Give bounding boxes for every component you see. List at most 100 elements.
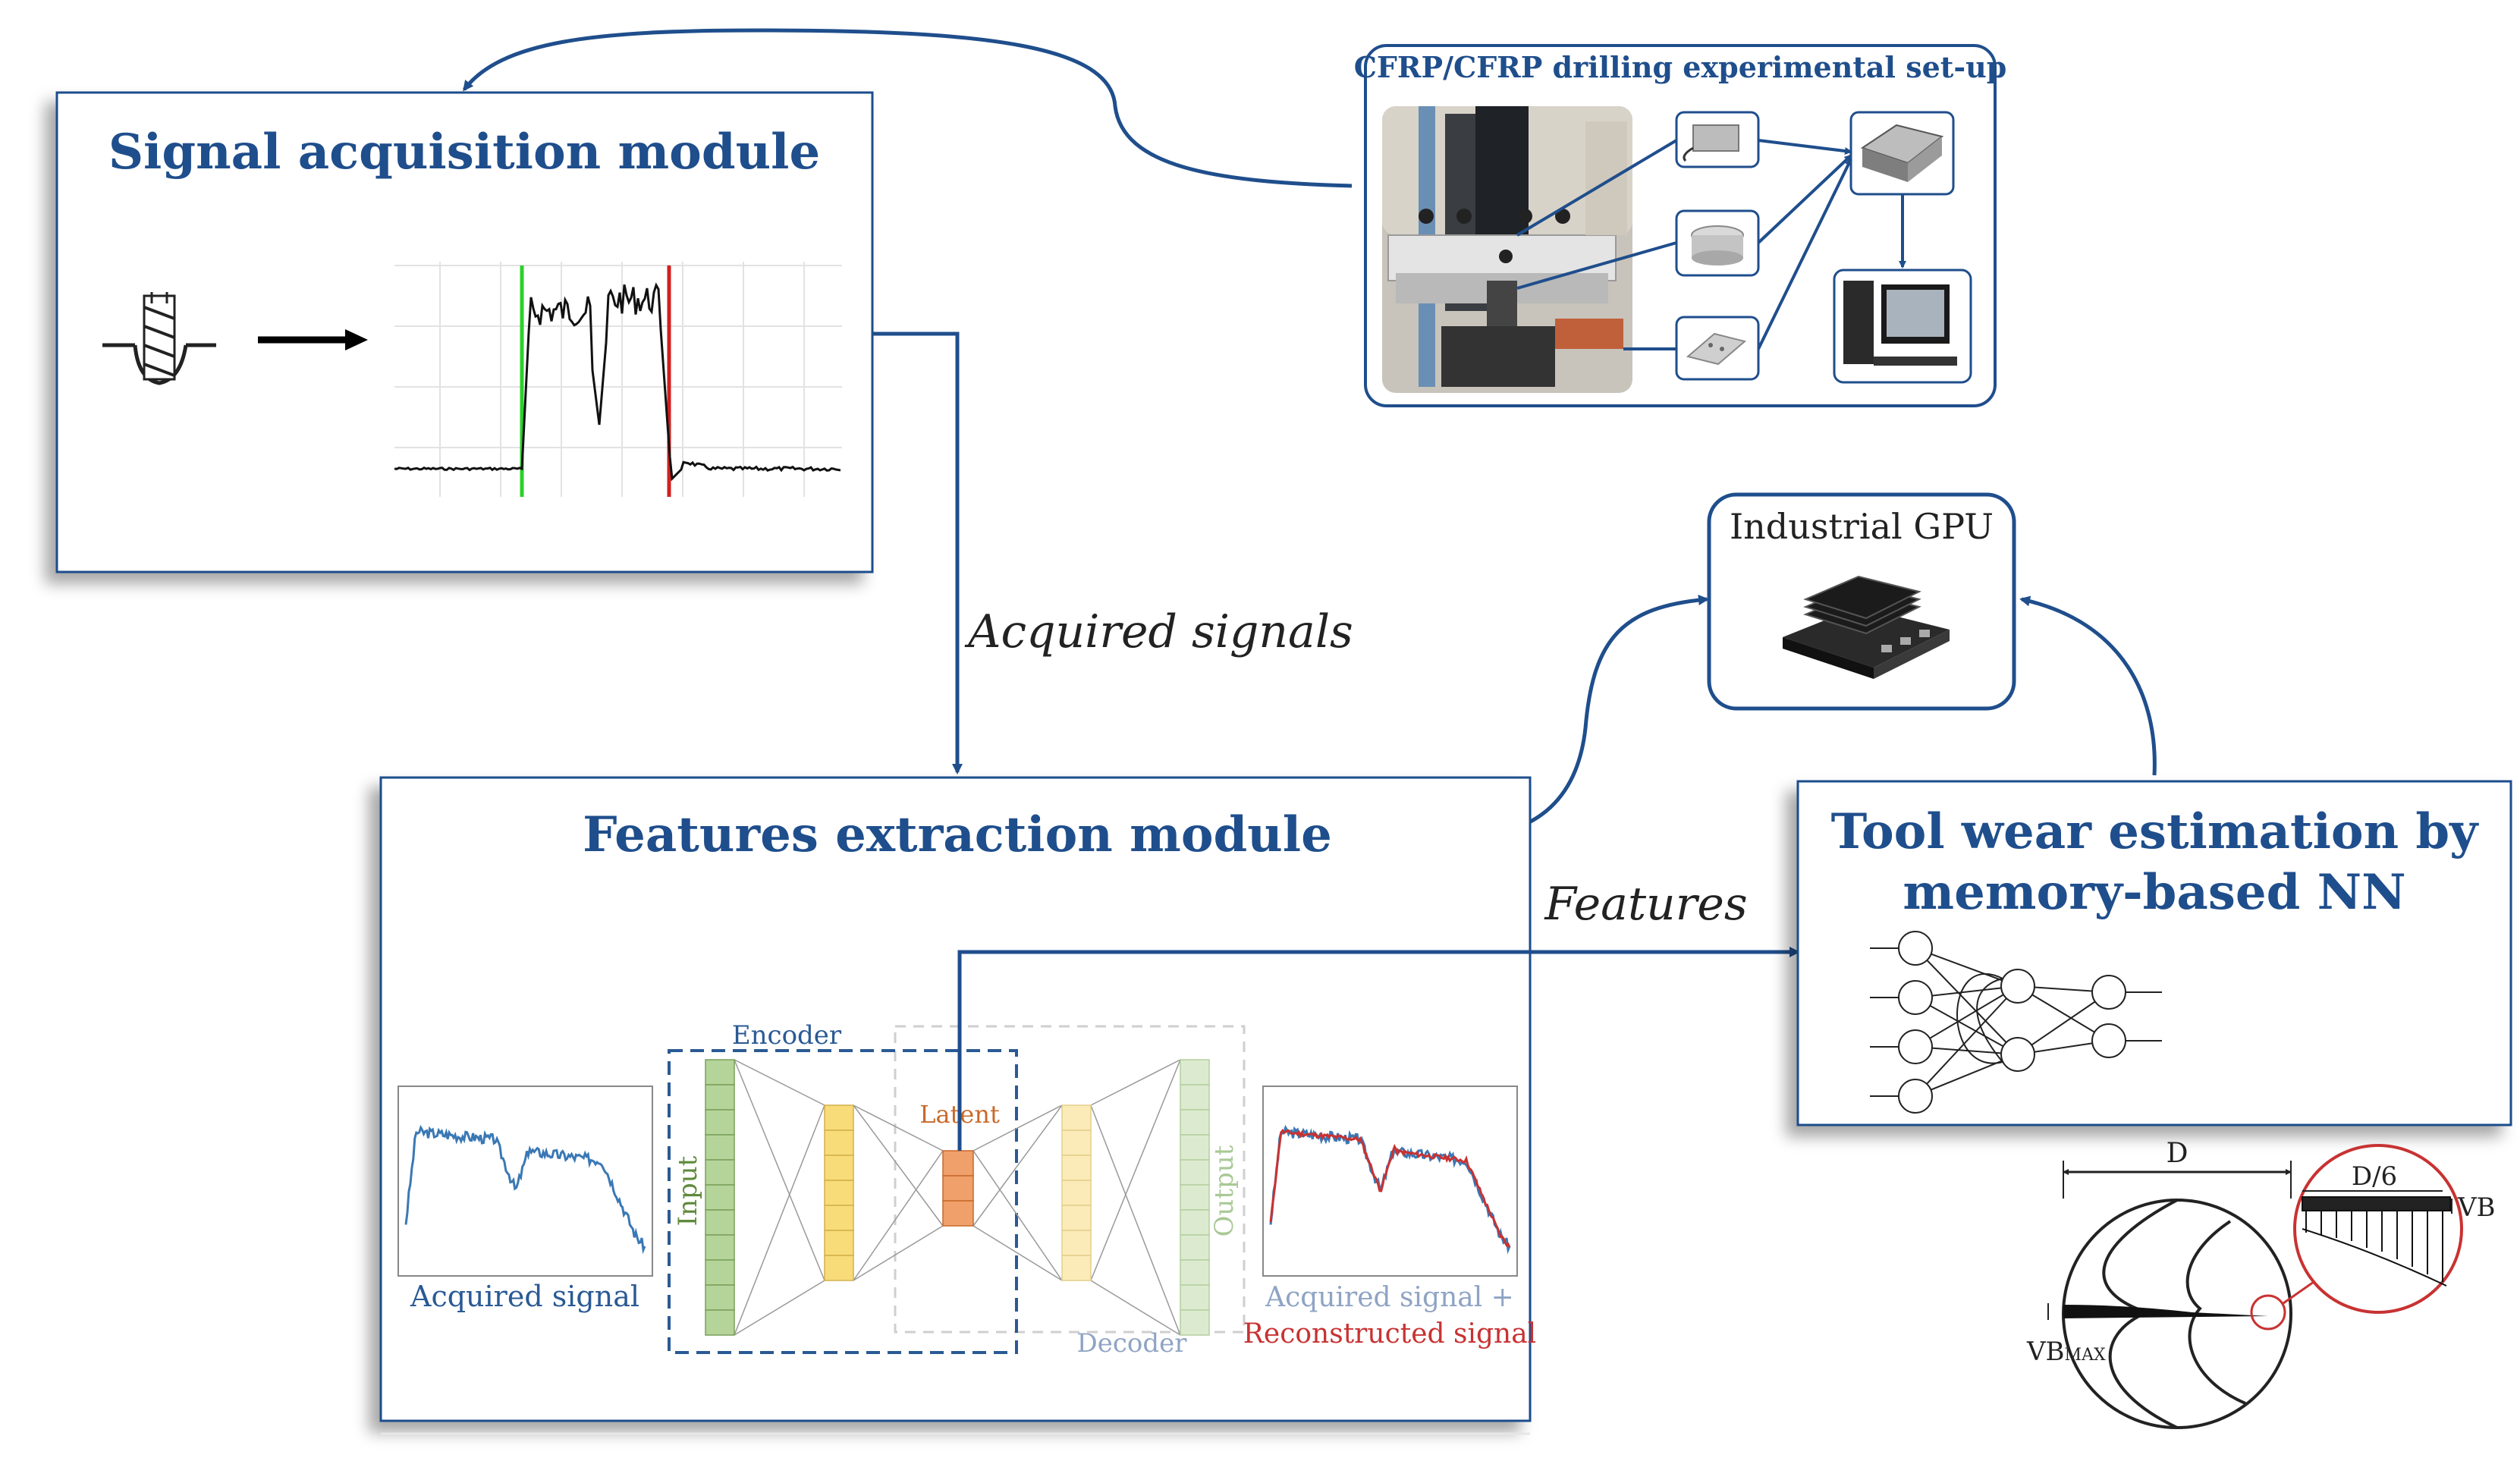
output-layer: Output (1180, 1059, 1240, 1336)
input-neuron (705, 1059, 735, 1086)
drill-icon (102, 292, 216, 385)
encoder-label: Encoder (732, 1020, 842, 1051)
autoencoder-connection (853, 1150, 944, 1281)
latent-neuron (942, 1150, 974, 1177)
input-neuron (705, 1309, 735, 1336)
d6-label: D/6 (2352, 1161, 2397, 1192)
setup-title: CFRP/CFRP drilling experimental set-up (1354, 50, 2007, 84)
encoder-neuron (824, 1180, 854, 1206)
output-neuron (1180, 1184, 1210, 1211)
nn-connection (2017, 985, 2110, 1042)
industrial-gpu-box: Industrial GPU (1707, 492, 2016, 711)
svg-text:VBMAX: VBMAX (2026, 1337, 2106, 1367)
decoder-neuron (1061, 1180, 1092, 1206)
autoencoder-connection (853, 1104, 944, 1152)
nn-input-node (1898, 1079, 1933, 1114)
features-label: Features (1544, 878, 1747, 931)
force-trace (394, 282, 841, 482)
nn-input-node (1898, 931, 1933, 966)
acquired-signal-caption: Acquired signal (410, 1280, 639, 1313)
decoder-neuron (1061, 1230, 1092, 1256)
nn-connection (2017, 991, 2110, 1055)
output-neuron (1180, 1109, 1210, 1136)
input-neuron (705, 1084, 735, 1111)
autoencoder-connection (972, 1104, 1063, 1227)
tool-wear-title-line1: Tool wear estimation by (1831, 803, 2479, 860)
computer (1833, 269, 1972, 384)
encoder-neuron (824, 1205, 854, 1231)
autoencoder-connection (853, 1104, 944, 1227)
output-neuron (1180, 1259, 1210, 1286)
encoder-neuron (824, 1130, 854, 1156)
nn-input-node (1898, 980, 1933, 1015)
nn-connection (1915, 985, 2019, 1048)
decoder-neuron (1061, 1104, 1092, 1131)
force-signal-plot (394, 262, 842, 497)
nn-connection (1915, 985, 2019, 1097)
output-neuron (1180, 1309, 1210, 1336)
reconstructed-signal-plot: Acquired signal + Reconstructed signal (1243, 1086, 1536, 1349)
features-arrow (957, 947, 1800, 1151)
autoencoder-connection (972, 1104, 1063, 1152)
nn-hidden-node (2000, 969, 2035, 1004)
signal-acquisition-module: Signal acquisition module (55, 91, 874, 573)
nn-connection (1915, 997, 2019, 1055)
nn-output-node (2091, 975, 2126, 1010)
nn-to-gpu-arrow (2019, 595, 2157, 776)
signal-module-title: Signal acquisition module (108, 124, 820, 181)
gpu-board-icon (1783, 575, 1950, 679)
acquired-signals-arrow (872, 331, 963, 774)
accelerometer-sensor (1675, 111, 1760, 168)
output-neuron (1180, 1209, 1210, 1236)
decoder-neuron (1061, 1155, 1092, 1181)
decoder-neuron (1061, 1130, 1092, 1156)
acquired-signal-plot: Acquired signal (397, 1086, 653, 1313)
recurrent-loop (1956, 972, 2003, 1064)
diameter-label: D (2167, 1138, 2189, 1169)
autoencoder-connection (853, 1225, 944, 1281)
input-neuron (705, 1284, 735, 1311)
output-neuron (1180, 1159, 1210, 1186)
decoder-neuron (1061, 1255, 1092, 1281)
vbmax-subscript: MAX (2065, 1346, 2106, 1365)
tool-wear-geometry-diagram: D D/6 VB VBMAX (2026, 1138, 2496, 1429)
decoder-neuron (1061, 1205, 1092, 1231)
experimental-setup-panel: CFRP/CFRP drilling experimental set-up (1354, 44, 2007, 407)
input-neuron (705, 1109, 735, 1136)
autoencoder-diagram: Encoder Decoder Input Latent Output (668, 1020, 1246, 1359)
encoder-neuron (824, 1255, 854, 1281)
encoder-neuron (824, 1230, 854, 1256)
output-neuron (1180, 1284, 1210, 1311)
nn-connection (1915, 947, 2019, 1055)
acquired-signals-label: Acquired signals (964, 605, 1353, 658)
setup-to-acquisition-arrow (463, 28, 1353, 188)
drilling-rig-photo (1382, 106, 1632, 393)
input-label: Input (673, 1155, 703, 1226)
autoencoder-connection (972, 1225, 1063, 1281)
reconstructed-caption-line1: Acquired signal + (1265, 1282, 1514, 1313)
input-neuron (705, 1259, 735, 1286)
wear-zone-circle (2250, 1294, 2286, 1331)
encoder-box (668, 1049, 1018, 1354)
latent-neuron (942, 1200, 974, 1227)
output-label: Output (1209, 1145, 1240, 1236)
input-neuron (705, 1184, 735, 1211)
nn-hidden-node (2000, 1037, 2035, 1072)
output-neuron (1180, 1059, 1210, 1086)
input-neuron (705, 1209, 735, 1236)
gpu-title: Industrial GPU (1730, 506, 1994, 547)
autoencoder-connection (1090, 1059, 1181, 1106)
daq-device (1849, 111, 1955, 196)
nn-output-node (2091, 1023, 2126, 1058)
vb-label: VB (2457, 1192, 2496, 1223)
input-neuron (705, 1234, 735, 1261)
input-neuron (705, 1134, 735, 1161)
decoder-label: Decoder (1076, 1328, 1187, 1359)
autoencoder-connection (734, 1059, 825, 1281)
nn-input-node (1898, 1029, 1933, 1064)
autoencoder-connection (1090, 1280, 1181, 1336)
encoder-neuron (824, 1104, 854, 1131)
nn-connection (1915, 1054, 2019, 1097)
tool-wear-estimation-module: Tool wear estimation by memory-based NN (1796, 780, 2512, 1126)
